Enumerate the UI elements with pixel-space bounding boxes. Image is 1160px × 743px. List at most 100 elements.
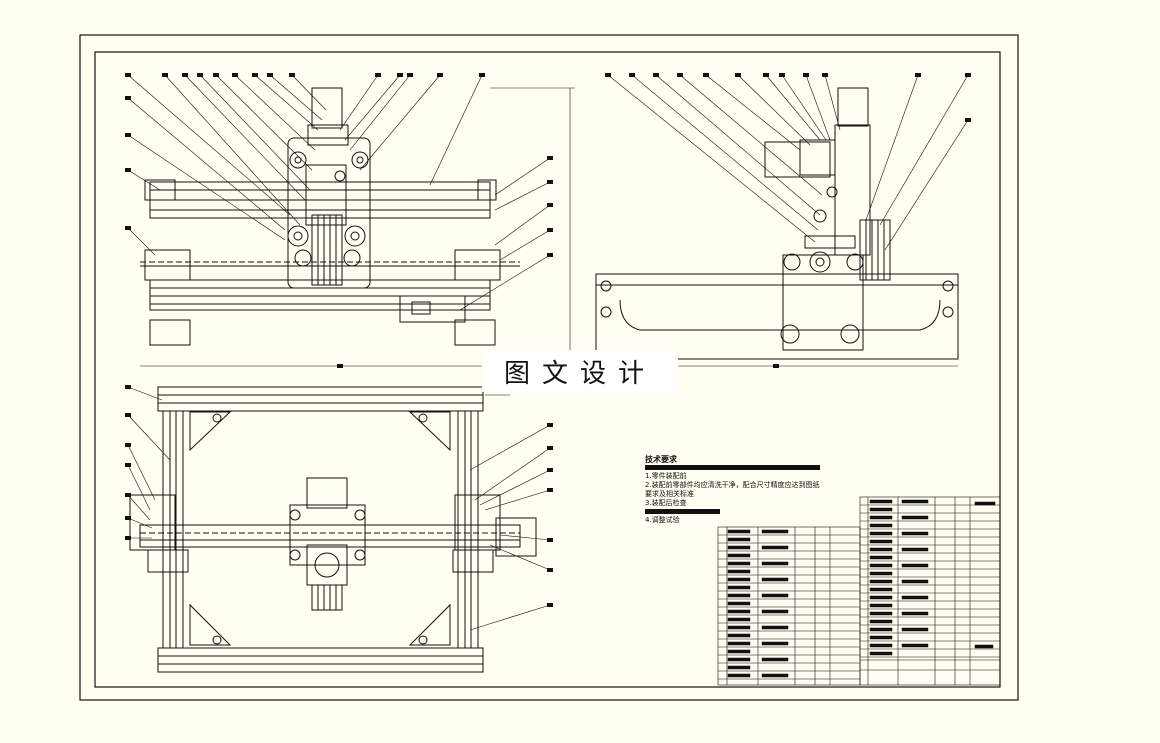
- part-balloon: [375, 73, 381, 77]
- part-balloon: [547, 423, 553, 427]
- bom-cell-text: [869, 571, 893, 576]
- bom-cell-text: [727, 641, 751, 646]
- bom-cell-text: [901, 627, 929, 632]
- part-balloon: [125, 413, 131, 417]
- part-balloon: [162, 73, 168, 77]
- bom-cell-text: [869, 595, 893, 600]
- bom-cell-text: [727, 561, 751, 566]
- bom-cell-text: [761, 641, 789, 646]
- part-balloon: [125, 73, 131, 77]
- part-balloon: [547, 446, 553, 450]
- bom-cell-text: [869, 539, 893, 544]
- part-balloon: [773, 364, 779, 368]
- part-balloon: [125, 385, 131, 389]
- bom-cell-text: [727, 529, 751, 534]
- top-view: [127, 386, 551, 673]
- bom-cell-text: [727, 617, 751, 622]
- part-balloon: [677, 73, 683, 77]
- inner-frame: [94, 51, 1001, 688]
- bom-cell-text: [901, 611, 929, 616]
- tech-req-underline: [645, 465, 820, 470]
- technical-requirements: 技术要求 1.零件装配前 2.装配前零部件均应清洗干净，配合尺寸精度应达到图纸要…: [645, 455, 820, 525]
- part-balloon: [125, 133, 131, 137]
- front-view: [127, 74, 575, 367]
- bom-cell-text: [727, 609, 751, 614]
- part-balloon: [182, 73, 188, 77]
- bom-cell-text: [869, 515, 893, 520]
- part-balloon: [547, 228, 553, 232]
- bom-cell-text: [761, 561, 789, 566]
- part-balloon: [547, 538, 553, 542]
- bom-cell-text: [727, 601, 751, 606]
- part-balloon: [703, 73, 709, 77]
- bom-cell-text: [974, 501, 996, 506]
- bom-cell-text: [869, 531, 893, 536]
- bom-cell-text: [727, 633, 751, 638]
- outer-frame: [79, 34, 1019, 701]
- bom-cell-text: [869, 563, 893, 568]
- bom-cell-text: [761, 577, 789, 582]
- part-balloon: [125, 463, 131, 467]
- bom-cell-text: [869, 627, 893, 632]
- part-balloon: [915, 73, 921, 77]
- part-balloon: [547, 568, 553, 572]
- bom-cell-text: [727, 537, 751, 542]
- bom-cell-text: [869, 603, 893, 608]
- tech-req-title: 技术要求: [645, 455, 677, 464]
- bom-cell-text: [761, 625, 789, 630]
- bom-cell-text: [869, 635, 893, 640]
- part-balloon: [232, 73, 238, 77]
- bom-cell-text: [761, 609, 789, 614]
- part-balloon: [763, 73, 769, 77]
- part-balloon: [735, 73, 741, 77]
- bom-cell-text: [974, 644, 994, 649]
- bom-cell-text: [869, 579, 893, 584]
- part-balloon: [125, 536, 131, 540]
- bom-cell-text: [727, 665, 751, 670]
- tech-req-line-1: 1.零件装配前: [645, 472, 687, 480]
- bom-cell-text: [727, 649, 751, 654]
- part-balloon: [629, 73, 635, 77]
- part-balloon: [965, 118, 971, 122]
- side-view: [595, 74, 969, 367]
- bom-cell-text: [761, 673, 789, 678]
- tech-req-bar: [645, 509, 720, 514]
- bom-cell-text: [727, 585, 751, 590]
- part-balloon: [779, 73, 785, 77]
- part-balloon: [653, 73, 659, 77]
- bom-cell-text: [901, 643, 929, 648]
- part-balloon: [197, 73, 203, 77]
- bom-cell-text: [727, 569, 751, 574]
- bom-cell-text: [869, 651, 893, 656]
- part-balloon: [125, 493, 131, 497]
- part-balloon: [547, 253, 553, 257]
- part-balloon: [267, 73, 273, 77]
- bom-cell-text: [901, 499, 929, 504]
- bom-cell-text: [727, 673, 751, 678]
- bom-cell-text: [761, 545, 789, 550]
- bom-cell-text: [869, 523, 893, 528]
- bom-cell-text: [869, 643, 893, 648]
- part-balloon: [125, 96, 131, 100]
- tech-req-line-2: 2.装配前零部件均应清洗干净，配合尺寸精度应达到图纸要求及相关标准: [645, 481, 820, 498]
- part-balloon: [479, 73, 485, 77]
- part-balloon: [547, 468, 553, 472]
- bom-cell-text: [761, 529, 789, 534]
- bom-cell-text: [901, 595, 929, 600]
- bom-cell-text: [761, 593, 789, 598]
- part-balloon: [213, 73, 219, 77]
- bom-cell-text: [901, 547, 929, 552]
- part-balloon: [397, 73, 403, 77]
- bom-cell-text: [727, 577, 751, 582]
- bom-cell-text: [727, 593, 751, 598]
- part-balloon: [125, 226, 131, 230]
- bom-rows: [718, 499, 1000, 680]
- bom-cell-text: [869, 555, 893, 560]
- bom-cell-text: [761, 657, 789, 662]
- tech-req-line-4: 4.调整试验: [645, 516, 680, 524]
- part-balloon: [547, 180, 553, 184]
- part-balloon: [289, 73, 295, 77]
- bom-cell-text: [901, 579, 929, 584]
- bom-cell-text: [869, 547, 893, 552]
